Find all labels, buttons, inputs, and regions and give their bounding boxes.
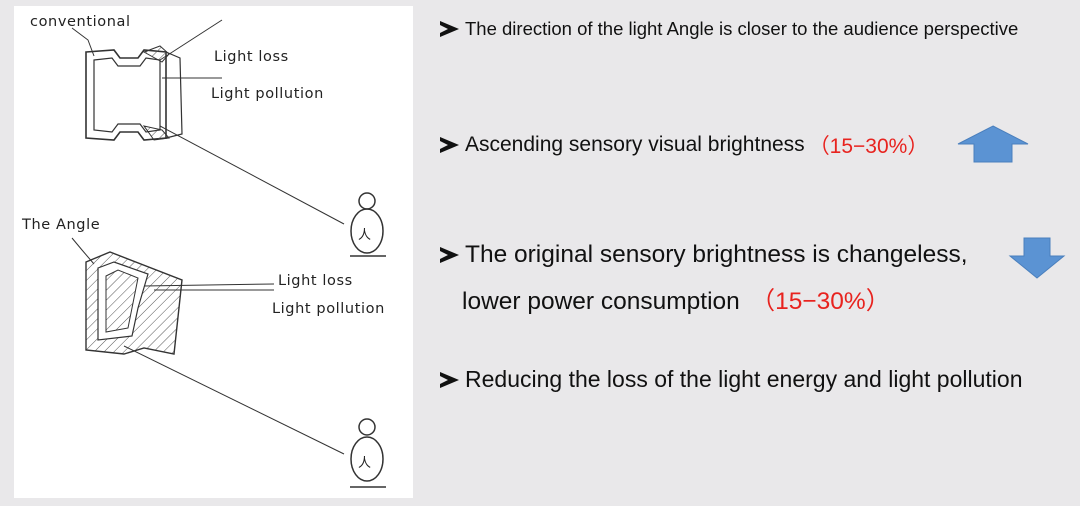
light-loss-label-bottom: Light loss xyxy=(278,273,353,289)
the-angle-label: The Angle xyxy=(22,217,101,233)
bullet-text-line2: lower power consumption xyxy=(462,288,740,315)
viewer-figure-top xyxy=(350,192,386,257)
bullet-brightness: Ascending sensory visual brightness （15−… xyxy=(440,130,928,160)
bullet-text: Reducing the loss of the light energy an… xyxy=(465,366,1023,392)
bullet-arrow-icon xyxy=(440,247,459,263)
bullet-power-consumption: The original sensory brightness is chang… xyxy=(440,241,968,269)
bullet-light-loss: Reducing the loss of the light energy an… xyxy=(440,366,1022,393)
bullet-text: Ascending sensory visual brightness xyxy=(465,133,805,156)
diagram-panel: 人 人 conventional Light loss Light pollut… xyxy=(14,6,413,498)
light-pollution-label-bottom: Light pollution xyxy=(272,301,385,317)
bullet-viewing-angle: The direction of the light Angle is clos… xyxy=(440,18,1018,40)
person-glyph-bottom: 人 xyxy=(358,456,372,471)
bullet-arrow-icon xyxy=(440,371,459,388)
light-loss-label-top: Light loss xyxy=(214,49,289,65)
bullet-arrow-icon xyxy=(440,21,459,37)
highlight-percentage: （15−30%） xyxy=(808,135,929,158)
up-arrow-icon xyxy=(957,125,1029,163)
bullet-power-line2: lower power consumption （15−30%） xyxy=(462,282,890,317)
person-glyph-top: 人 xyxy=(358,228,372,243)
conventional-module xyxy=(71,19,345,225)
led-module-diagram xyxy=(71,19,386,488)
bullet-arrow-icon xyxy=(440,137,459,153)
light-pollution-label-top: Light pollution xyxy=(211,86,324,102)
conventional-label: conventional xyxy=(30,14,131,30)
viewer-figure-bottom xyxy=(350,418,386,488)
bullet-text-line1: The original sensory brightness is chang… xyxy=(465,241,968,268)
highlight-percentage: （15−30%） xyxy=(750,288,891,315)
bullet-text: The direction of the light Angle is clos… xyxy=(465,18,1019,39)
angled-module xyxy=(71,237,345,455)
down-arrow-icon xyxy=(1008,237,1066,279)
